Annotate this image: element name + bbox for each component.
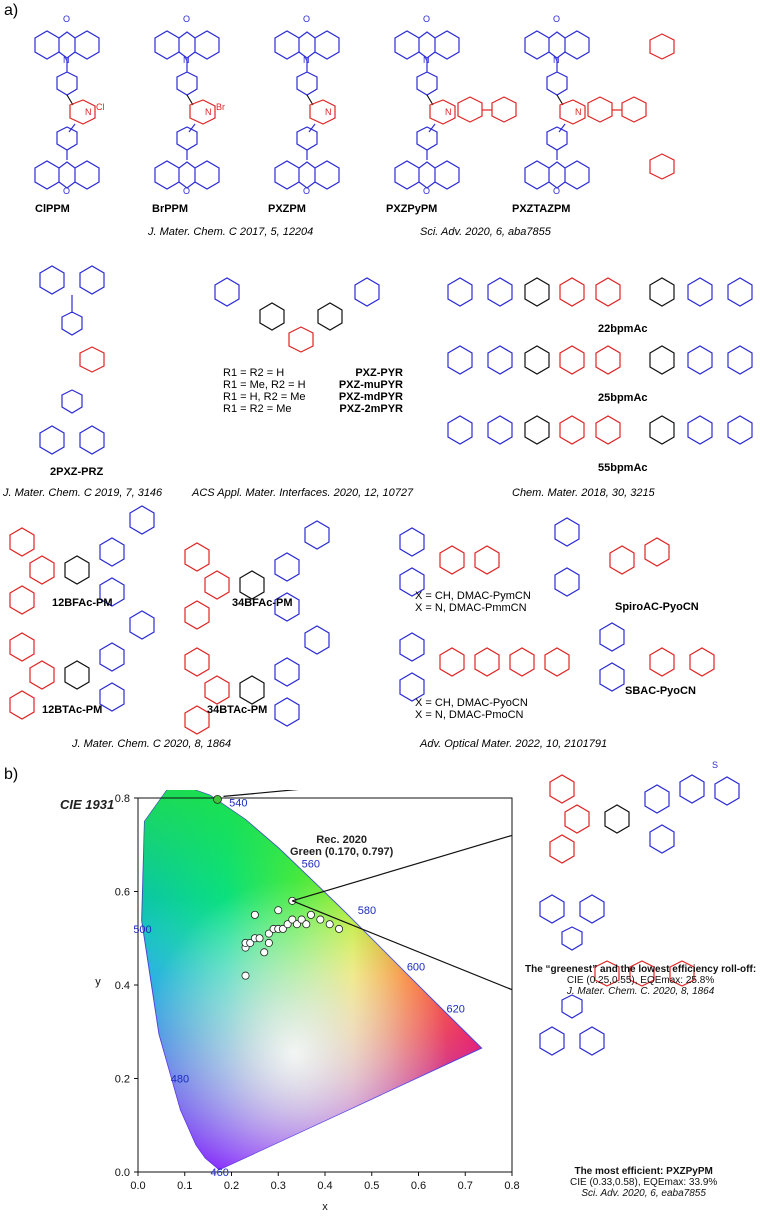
svg-text:O: O [63, 14, 70, 24]
reference: ACS Appl. Mater. Interfaces. 2020, 12, 1… [192, 487, 414, 499]
chart-title: CIE 1931 [60, 797, 115, 812]
data-point [288, 915, 297, 924]
x-tick-label: 0.2 [224, 1180, 239, 1192]
data-point [302, 920, 311, 929]
data-point [246, 938, 255, 947]
data-point [297, 915, 306, 924]
data-point [255, 934, 264, 943]
x-tick-label: 0.6 [411, 1180, 426, 1192]
rec2020-arrow [223, 790, 299, 797]
reference: Sci. Adv. 2020, 6, aba7855 [420, 226, 551, 238]
svg-text:Cl: Cl [96, 102, 105, 112]
row1-structures: O N N O Cl Br [34, 13, 675, 197]
reference: Adv. Optical Mater. 2022, 10, 2101791 [420, 738, 608, 750]
svg-text:N: N [85, 107, 92, 117]
data-point [260, 948, 269, 957]
pxz-top [34, 30, 100, 96]
panel-b-label: b) [4, 766, 19, 783]
reference: J. Mater. Chem. C 2019, 7, 3146 [3, 487, 163, 499]
wavelength-label: 600 [407, 961, 425, 973]
x-tick-label: 0.7 [458, 1180, 473, 1192]
compound-name: 22bpmAc [598, 323, 648, 335]
compound-name: 25bpmAc [598, 392, 648, 404]
data-point [306, 910, 315, 919]
y-tick-label: 0.6 [115, 887, 130, 899]
row3-structures [9, 505, 715, 735]
row2-structures [39, 265, 753, 455]
wavelength-label: 560 [302, 858, 320, 870]
note-most-efficient: The most efficient: PXZPyPM CIE (0.33,0.… [570, 1166, 718, 1199]
note-structures: S [539, 760, 740, 1056]
wavelength-label: 620 [447, 1003, 465, 1015]
data-point [335, 924, 344, 933]
y-tick-label: 0.2 [115, 1074, 130, 1086]
svg-text:Br: Br [216, 102, 225, 112]
compound-name: PXZTAZPM [512, 203, 571, 215]
compound-name: SpiroAC-PyoCN [615, 601, 699, 613]
data-point [264, 938, 273, 947]
note-greenest: The “greenest” and the lowest efficiency… [525, 964, 757, 997]
wavelength-label: 460 [210, 1167, 228, 1179]
x-axis-label: x [322, 1201, 328, 1210]
compound-name: PXZPyPM [386, 203, 438, 215]
y-tick-label: 0.8 [115, 793, 130, 805]
x-substituent-lines: X = CH, DMAC-PymCN X = N, DMAC-PmmCN [415, 590, 531, 614]
svg-text:N: N [63, 55, 70, 65]
wavelength-label: 500 [133, 924, 151, 936]
data-point [325, 920, 334, 929]
data-point [292, 920, 301, 929]
compound-name: PXZPM [268, 203, 306, 215]
data-point [278, 924, 287, 933]
compound-name: BrPPM [152, 203, 189, 215]
compound-name: 34BTAc-PM [207, 704, 268, 716]
wavelength-label: 540 [229, 798, 247, 810]
data-point [274, 906, 283, 915]
svg-text:O: O [63, 186, 70, 196]
cie-chart: 0.0 0.1 0.2 0.3 0.4 0.5 0.6 0.7 0.8 0.0 0.2 0.4 0.6 0… [95, 790, 520, 1210]
wavelength-label: 580 [358, 905, 376, 917]
rec2020-annotation: Rec. 2020 Green (0.170, 0.797) [290, 834, 394, 858]
x-tick-label: 0.1 [177, 1180, 192, 1192]
x-tick-label: 0.3 [271, 1180, 286, 1192]
y-tick-label: 0.0 [115, 1167, 130, 1179]
x-tick-label: 0.0 [130, 1180, 145, 1192]
data-point [316, 915, 325, 924]
reference: J. Mater. Chem. C 2020, 8, 1864 [72, 738, 232, 750]
data-point [241, 971, 250, 980]
x-tick-label: 0.8 [504, 1180, 519, 1192]
y-axis-label: y [95, 976, 101, 988]
compound-name: 12BFAc-PM [52, 597, 113, 609]
x-tick-label: 0.4 [317, 1180, 332, 1192]
compound-name: 55bpmAc [598, 462, 648, 474]
compound-name: 34BFAc-PM [232, 597, 293, 609]
data-point [264, 929, 273, 938]
compound-name: 12BTAc-PM [42, 704, 103, 716]
data-point [283, 920, 292, 929]
wavelength-label: 480 [171, 1074, 189, 1086]
compound-name: 2PXZ-PRZ [50, 466, 104, 478]
y-tick-label: 0.4 [115, 980, 130, 992]
greenest-arrow [292, 834, 513, 902]
compound-name: ClPPM [35, 203, 70, 215]
x-tick-label: 0.5 [364, 1180, 379, 1192]
compound-name: SBAC-PyoCN [625, 685, 696, 697]
panel-a-label: a) [4, 2, 19, 19]
cie-gamut-overlay [141, 790, 482, 1170]
x-substituent-lines: X = CH, DMAC-PyoCN X = N, DMAC-PmoCN [415, 697, 528, 721]
reference: Chem. Mater. 2018, 30, 3215 [512, 487, 655, 499]
data-point [250, 910, 259, 919]
reference: J. Mater. Chem. C 2017, 5, 12204 [148, 226, 314, 238]
efficient-arrow [292, 900, 513, 991]
rec2020-point [213, 795, 222, 804]
svg-text:S: S [712, 760, 718, 770]
